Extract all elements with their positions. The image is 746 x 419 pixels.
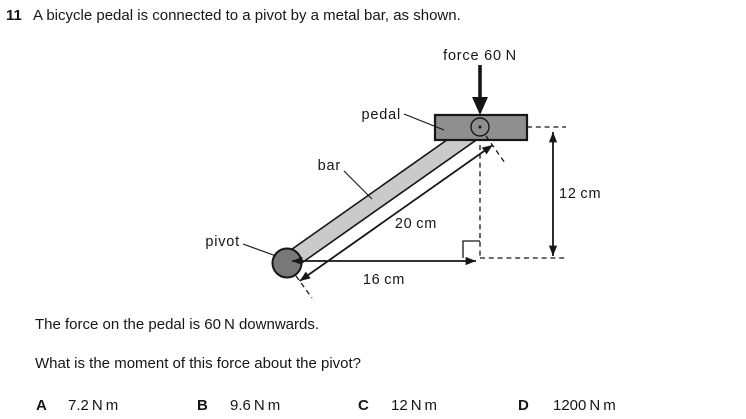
option-value: 1200 N m: [553, 397, 616, 414]
pedal-diagram: force 60 N 20 cm 16 cm 12 cm pedal bar p…: [205, 48, 601, 299]
option-letter: D: [518, 397, 529, 414]
bar-ext-dashed-pedal: [485, 135, 506, 164]
option-value: 7.2 N m: [68, 397, 119, 414]
prompt-text: What is the moment of this force about t…: [35, 355, 362, 372]
force-arrowhead: [472, 97, 488, 115]
dim-12cm-label: 12 cm: [559, 186, 601, 202]
pedal-leader-line: [403, 113, 445, 131]
bar-shape: [280, 118, 487, 272]
bar-label: bar: [318, 158, 341, 174]
option-letter: B: [197, 397, 208, 414]
pivot-label: pivot: [205, 234, 240, 250]
option-value: 12 N m: [391, 397, 438, 414]
dim-20cm-label: 20 cm: [395, 216, 437, 232]
question-text: A bicycle pedal is connected to a pivot …: [33, 7, 461, 24]
statement-text: The force on the pedal is 60 N downwards…: [35, 316, 319, 333]
question-number: 11: [6, 7, 22, 24]
dim-16cm-label: 16 cm: [363, 272, 405, 288]
bar-leader-line: [343, 170, 373, 200]
force-label: force 60 N: [443, 48, 517, 64]
pedal-axle-dot: [478, 125, 482, 129]
pedal-label: pedal: [362, 107, 401, 123]
option-value: 9.6 N m: [230, 397, 281, 414]
option-letter: A: [36, 397, 47, 414]
right-angle-marker: [462, 240, 480, 258]
pivot-circle: [271, 247, 303, 279]
pivot-leader-line: [242, 243, 277, 257]
pedal-axle-circle: [470, 117, 490, 137]
bar-ext-dashed-pivot: [295, 275, 313, 299]
option-letter: C: [358, 397, 369, 414]
